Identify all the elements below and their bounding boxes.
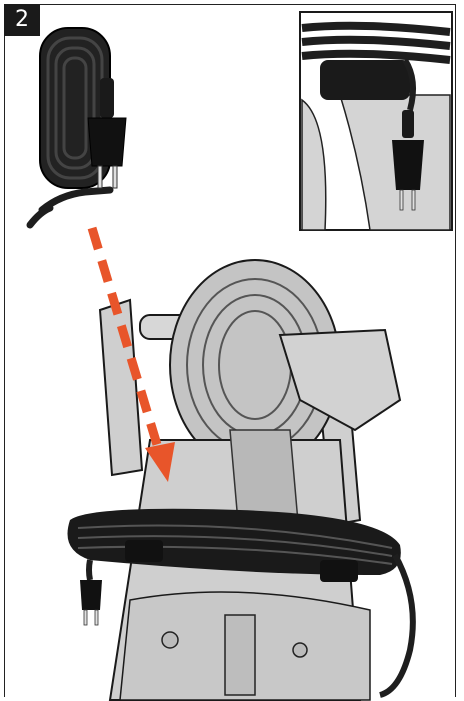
detail-inset — [299, 11, 453, 231]
page-frame — [4, 4, 456, 697]
coiled-cable-illustration — [26, 27, 127, 229]
dashed-down-arrow-icon — [87, 226, 175, 482]
power-plug-icon — [87, 78, 127, 189]
machine-body — [98, 259, 402, 701]
step-number-badge: 2 — [4, 4, 40, 36]
wrapped-cable — [67, 508, 416, 698]
